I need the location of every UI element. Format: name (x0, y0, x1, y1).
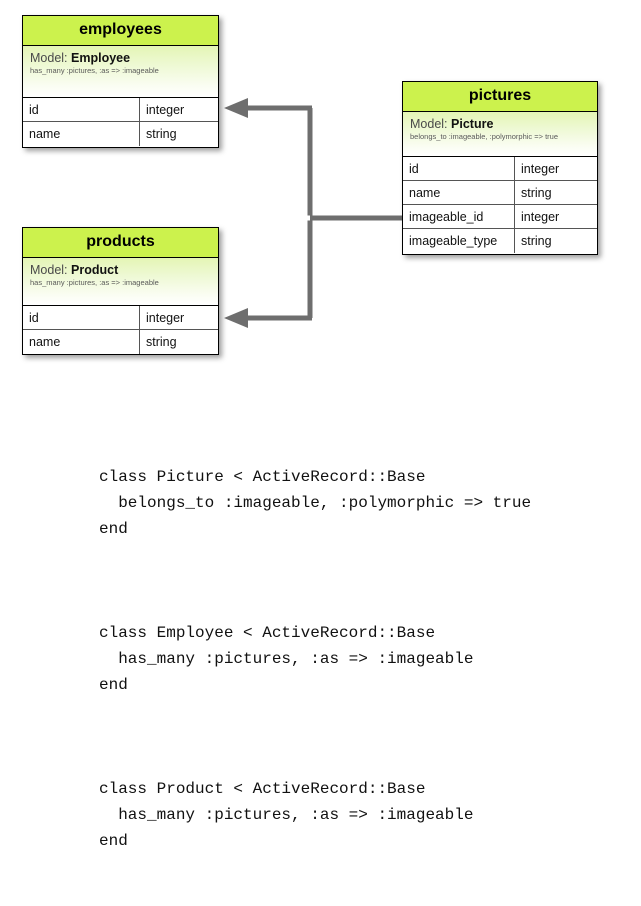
column-type: string (146, 127, 177, 141)
er-model-panel: Model: Picture belongs_to :imageable, :p… (403, 112, 597, 157)
er-column-list: id integer name string (23, 98, 218, 146)
column-name: name (23, 122, 140, 146)
er-model-panel: Model: Employee has_many :pictures, :as … (23, 46, 218, 98)
er-model-name: Picture (451, 117, 494, 131)
er-table-title: products (23, 228, 218, 258)
er-model-label: Model: (30, 51, 68, 65)
er-table-products[interactable]: products Model: Product has_many :pictur… (22, 227, 219, 355)
er-table-employees[interactable]: employees Model: Employee has_many :pict… (22, 15, 219, 148)
table-row[interactable]: name string (23, 122, 218, 146)
column-name: name (23, 330, 140, 354)
column-type: integer (146, 310, 185, 325)
er-model-panel: Model: Product has_many :pictures, :as =… (23, 258, 218, 306)
column-name: imageable_id (403, 205, 515, 228)
column-type: integer (521, 209, 560, 224)
table-row[interactable]: name string (23, 330, 218, 354)
table-row[interactable]: name string (403, 181, 597, 205)
er-model-line: Model: Picture (410, 117, 590, 131)
er-association-text: has_many :pictures, :as => :imageable (30, 66, 159, 76)
er-model-line: Model: Employee (30, 51, 211, 65)
er-model-line: Model: Product (30, 263, 211, 277)
er-association-text: has_many :pictures, :as => :imageable (30, 278, 159, 288)
diagram-canvas: employees Model: Employee has_many :pict… (22, 15, 598, 850)
er-column-list: id integer name string (23, 306, 218, 354)
er-model-label: Model: (410, 117, 448, 131)
er-table-pictures[interactable]: pictures Model: Picture belongs_to :imag… (402, 81, 598, 255)
column-name: id (403, 157, 515, 180)
column-type: string (521, 234, 552, 248)
column-name: imageable_type (403, 229, 515, 253)
column-type: string (521, 185, 552, 200)
er-table-title: employees (23, 16, 218, 46)
er-model-name: Employee (71, 51, 131, 65)
er-table-title: pictures (403, 82, 597, 112)
column-type: integer (521, 161, 560, 176)
er-column-list: id integer name string imageable_id inte… (403, 157, 597, 253)
table-row[interactable]: id integer (23, 98, 218, 122)
column-name: name (403, 181, 515, 204)
er-association-text: belongs_to :imageable, :polymorphic => t… (410, 132, 559, 142)
code-snippet-picture: class Picture < ActiveRecord::Base belon… (99, 468, 532, 538)
connector-to-products (224, 308, 312, 328)
table-row[interactable]: imageable_id integer (403, 205, 597, 229)
table-row[interactable]: id integer (23, 306, 218, 330)
table-row[interactable]: id integer (403, 157, 597, 181)
connector-trunk (307, 108, 402, 318)
table-row[interactable]: imageable_type string (403, 229, 597, 253)
code-snippet-product: class Product < ActiveRecord::Base has_m… (99, 780, 474, 850)
code-snippet-employee: class Employee < ActiveRecord::Base has_… (99, 624, 474, 694)
connector-to-employees (224, 98, 312, 118)
column-name: id (23, 306, 140, 329)
column-name: id (23, 98, 140, 121)
er-model-label: Model: (30, 263, 68, 277)
code-listing: class Picture < ActiveRecord::Base belon… (99, 412, 531, 906)
column-type: integer (146, 102, 185, 117)
column-type: string (146, 335, 177, 349)
er-model-name: Product (71, 263, 119, 277)
